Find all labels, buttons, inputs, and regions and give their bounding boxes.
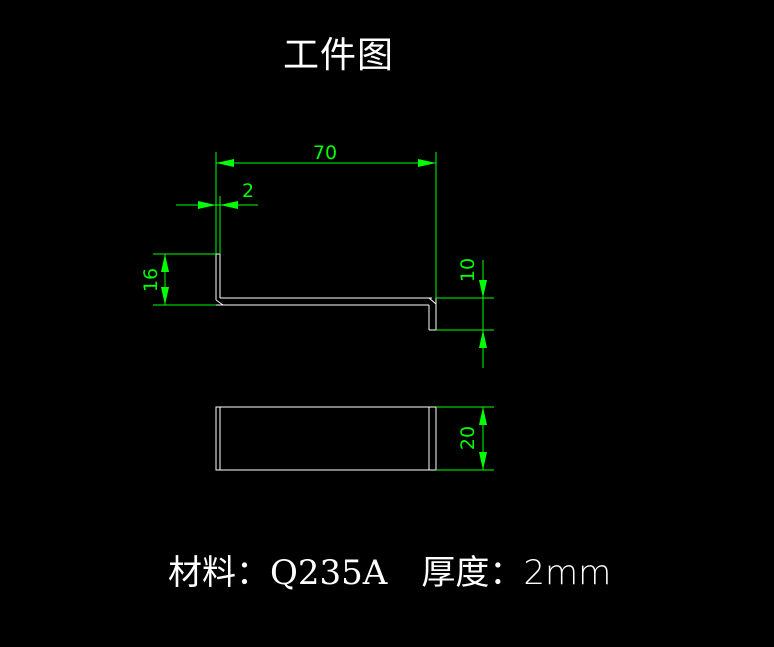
dim-16-label: 16: [140, 268, 162, 292]
dim-2-arrow-left: [198, 201, 216, 209]
thickness-value: 2mm: [523, 553, 612, 593]
drawing-title: 工件图: [283, 35, 395, 76]
material-value: Q235A: [270, 553, 388, 593]
dim-10-arrow-top: [479, 280, 487, 298]
front-view: [215, 253, 437, 331]
dim-16-arrow-top: [161, 254, 169, 272]
material-note: 材料：Q235A 厚度：2mm: [168, 556, 611, 590]
dim-70-arrow-left: [216, 159, 234, 167]
dim-10-arrow-bottom: [479, 330, 487, 348]
dim-2-label: 2: [242, 180, 254, 202]
right-bend: [428, 297, 437, 305]
top-view: [215, 406, 437, 471]
dimensions: [153, 152, 494, 471]
dim-70-arrow-right: [418, 159, 436, 167]
dim-16-arrow-bottom: [161, 287, 169, 305]
dim-20-label: 20: [457, 426, 479, 450]
left-bend: [215, 299, 224, 306]
material-label: 材料：: [168, 553, 270, 593]
dim-70-label: 70: [313, 142, 337, 164]
top-view-outline: [215, 406, 437, 471]
dim-20-arrow-bottom: [479, 452, 487, 470]
dim-2-arrow-right: [220, 201, 238, 209]
dim-10-label: 10: [457, 258, 479, 282]
thickness-label: 厚度：: [421, 553, 524, 593]
dimension-labels: 70 2 16 10 20: [140, 142, 479, 450]
dim-20-arrow-top: [479, 407, 487, 425]
